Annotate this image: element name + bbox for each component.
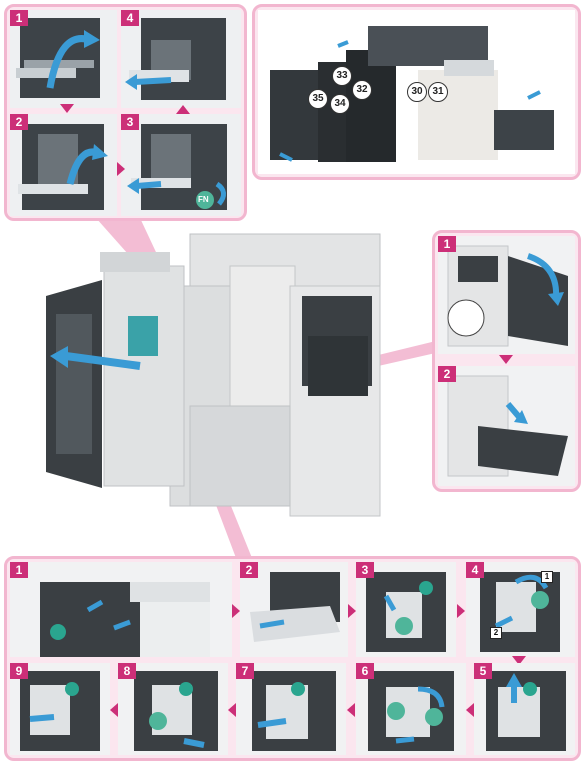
bottom-step-panel-6	[356, 663, 466, 755]
finisher-illustration	[125, 18, 226, 100]
step-number: 3	[121, 114, 139, 130]
finisher-front-illustration	[40, 582, 210, 657]
stapler-illustration	[252, 671, 336, 751]
main-unit-illustration	[447, 245, 568, 347]
step-panel-4-pull-paper	[121, 10, 241, 108]
finisher-illustration	[18, 124, 108, 210]
step-arrow-up-icon	[176, 105, 190, 114]
step-arrow-down-icon	[60, 104, 74, 113]
step-number: 7	[236, 663, 254, 679]
step-arrow-right-icon	[232, 604, 240, 618]
step-arrow-right-icon	[348, 604, 356, 618]
step-arrow-left-icon	[466, 703, 474, 717]
finisher-illustration	[127, 124, 227, 210]
callout-number: 33	[332, 66, 352, 86]
step-number: 6	[356, 663, 374, 679]
stapler-illustration	[486, 671, 566, 751]
bottom-step-panel-4	[466, 562, 575, 657]
step-number: 2	[240, 562, 258, 578]
callout-number: 34	[330, 94, 350, 114]
stapler-illustration	[134, 671, 218, 751]
callout-number: 32	[352, 80, 372, 100]
step-number: 1	[10, 10, 28, 26]
stapler-illustration	[480, 572, 560, 652]
step-panel-3-remove-paper: FN	[121, 114, 241, 216]
stapler-illustration	[366, 572, 446, 652]
step-number: 4	[121, 10, 139, 26]
step-arrow-down-icon	[512, 656, 526, 665]
step-number: 8	[118, 663, 136, 679]
step-number: 9	[10, 663, 28, 679]
right-step-panel-1	[438, 236, 575, 354]
bottom-step-panel-2	[240, 562, 348, 657]
stapler-illustration	[20, 671, 100, 751]
step-arrow-left-icon	[110, 703, 118, 717]
box-number: 1	[541, 571, 553, 583]
step-arrow-left-icon	[228, 703, 236, 717]
step-arrow-right-icon	[457, 604, 465, 618]
step-number: 1	[10, 562, 28, 578]
step-number: 3	[356, 562, 374, 578]
stapler-illustration	[368, 671, 454, 751]
finisher-illustration	[16, 18, 100, 98]
callout-number: 31	[428, 82, 448, 102]
step-number: 4	[466, 562, 484, 578]
step-arrow-right-icon	[117, 162, 125, 176]
step-arrow-left-icon	[347, 703, 355, 717]
callout-number: 35	[308, 89, 328, 109]
bottom-step-panel-5	[474, 663, 575, 755]
bottom-step-panel-7	[236, 663, 346, 755]
step-number: 5	[474, 663, 492, 679]
main-unit-illustration	[447, 375, 568, 477]
bottom-step-panel-1	[10, 562, 232, 657]
right-step-panel-2	[438, 366, 575, 486]
box-number: 2	[490, 627, 502, 639]
step-panel-2-open-guide	[10, 114, 117, 216]
step-arrow-down-icon	[499, 355, 513, 364]
tray-illustration	[250, 572, 340, 642]
step-number: 2	[438, 366, 456, 382]
callout-number: 30	[407, 82, 427, 102]
step-number: 1	[438, 236, 456, 252]
fn-tag: FN	[198, 195, 209, 204]
step-panel-1-open-cover	[10, 10, 117, 108]
bottom-step-panel-8	[118, 663, 228, 755]
step-number: 2	[10, 114, 28, 130]
center-machine-illustration	[46, 233, 381, 517]
